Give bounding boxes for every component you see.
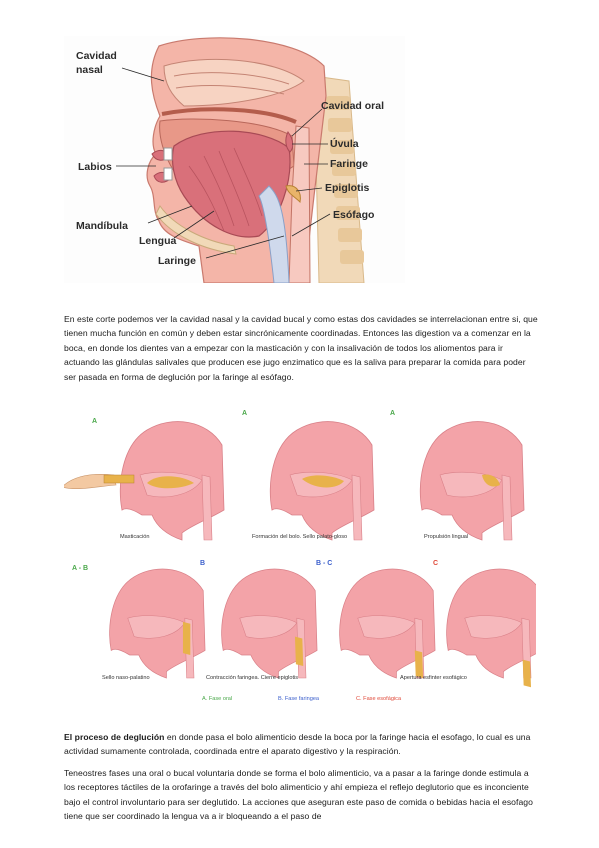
phase-head-nasopalatal-seal <box>109 568 206 679</box>
phase-head-lingual-propulsion <box>419 421 525 541</box>
phase-head-pharyngeal-2 <box>339 568 436 679</box>
label-mandible: Mandíbula <box>76 220 128 232</box>
label-epiglottis: Epiglotis <box>325 182 369 194</box>
caption-mastication: Masticación <box>120 534 150 540</box>
label-nasal-cavity-line2: nasal <box>76 64 103 76</box>
body-paragraph-2: El proceso de deglución en donde pasa el… <box>64 730 539 759</box>
legend-esophageal-phase: C. Fase esofágica <box>356 696 402 702</box>
legend-pharyngeal-phase: B. Fase faringea <box>278 696 320 702</box>
phase-marker-c: C <box>433 560 438 567</box>
label-pharynx: Faringe <box>330 158 368 170</box>
anatomy-diagram: Cavidad nasal Cavidad oral Úvula Faringe… <box>76 37 384 283</box>
phase-marker-a2: A <box>242 410 247 417</box>
swallowing-phases-diagram: A A A Masticación Formación del bolo. Se… <box>64 410 536 702</box>
label-nasal-cavity-line1: Cavidad <box>76 50 117 62</box>
label-oral-cavity: Cavidad oral <box>321 100 384 112</box>
caption-nasopalatal-seal: Sello naso-palatino <box>102 675 150 681</box>
phase-marker-a1: A <box>92 418 97 425</box>
phase-head-bolus-formation <box>269 421 375 541</box>
phase-marker-ab: A - B <box>72 565 88 572</box>
phase-marker-a3: A <box>390 410 395 417</box>
legend-oral-phase: A. Fase oral <box>202 696 232 702</box>
phase-head-mastication <box>119 421 225 541</box>
label-uvula: Úvula <box>330 137 359 150</box>
body-paragraph-3: Teneostres fases una oral o bucal volunt… <box>64 768 533 822</box>
caption-pharyngeal-contraction: Contracción faringea. Cierre epiglotis <box>206 675 298 681</box>
anatomy-figure: Cavidad nasal Cavidad oral Úvula Faringe… <box>64 36 405 283</box>
body-paragraph-1: En este corte podemos ver la cavidad nas… <box>64 314 538 382</box>
paragraph-2-bold-lead: El proceso de deglución <box>64 732 165 742</box>
food-icon <box>103 474 135 484</box>
phase-marker-bc: B - C <box>316 560 332 567</box>
caption-lingual-propulsion: Propulsión lingual <box>424 534 468 540</box>
swallowing-phases-figure: A A A Masticación Formación del bolo. Se… <box>64 395 536 717</box>
paragraph-2-rest: en donde pasa el bolo alimenticio desde … <box>64 732 531 757</box>
label-lips: Labios <box>78 161 112 173</box>
phase-head-pharyngeal-1 <box>221 568 318 679</box>
caption-bolus-formation: Formación del bolo. Sello palato-gloso <box>252 534 347 540</box>
phase-marker-b: B <box>200 560 205 567</box>
label-esophagus: Esófago <box>333 209 374 221</box>
caption-sphincter-opening: Apertura esfinter esofágico <box>400 675 467 681</box>
phase-head-sphincter-opening <box>446 568 536 688</box>
label-tongue: Lengua <box>139 235 176 247</box>
label-larynx: Laringe <box>158 255 196 267</box>
